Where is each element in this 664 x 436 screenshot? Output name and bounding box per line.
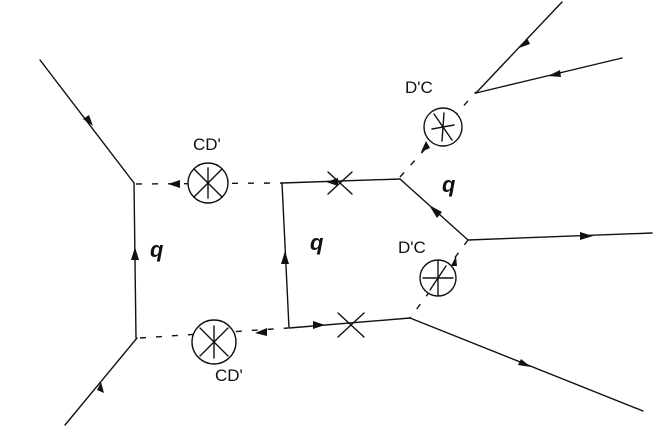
top-dashed-arrow <box>168 180 180 188</box>
top-middle-arrow <box>326 178 338 186</box>
top-right-arrow-1 <box>519 38 530 48</box>
left-lower-arrow <box>97 382 104 393</box>
middle-right-arrow <box>580 232 593 240</box>
q-right-label: q <box>442 172 456 197</box>
cd-bottom-vertex <box>191 319 237 365</box>
middle-right-dashed-arrow <box>451 256 457 266</box>
dc-top-vertex <box>423 107 463 147</box>
lower-right-arrow <box>518 359 531 367</box>
dc-top-label: D'C <box>405 78 433 97</box>
dc-middle-label: D'C <box>398 238 426 257</box>
top-right-dashed-arrow <box>421 141 430 152</box>
cd-top-label: CD' <box>193 135 221 154</box>
middle-quark-arrow <box>281 251 289 264</box>
right-quark-arrow <box>429 205 442 218</box>
middle-right-external-line <box>467 232 653 241</box>
top-right-dashed-line <box>399 91 477 178</box>
bottom-dashed-arrow <box>255 328 267 336</box>
dc-middle-vertex <box>419 259 457 297</box>
top-cross-insertion <box>327 171 353 195</box>
left-quark-propagator <box>133 182 137 339</box>
top-middle-line <box>281 178 401 184</box>
left-quark-arrow <box>131 247 139 260</box>
left-upper-arrow <box>83 115 93 126</box>
q-middle-label: q <box>310 230 324 255</box>
cd-top-vertex <box>187 162 229 204</box>
q-left-label: q <box>150 237 164 262</box>
top-right-arrow-2 <box>548 70 561 77</box>
cd-bottom-label: CD' <box>215 366 243 385</box>
left-lower-external-line <box>64 337 138 426</box>
bottom-middle-arrow <box>313 321 325 329</box>
bottom-cross-insertion <box>337 312 365 338</box>
top-right-external-line-1 <box>475 1 563 94</box>
